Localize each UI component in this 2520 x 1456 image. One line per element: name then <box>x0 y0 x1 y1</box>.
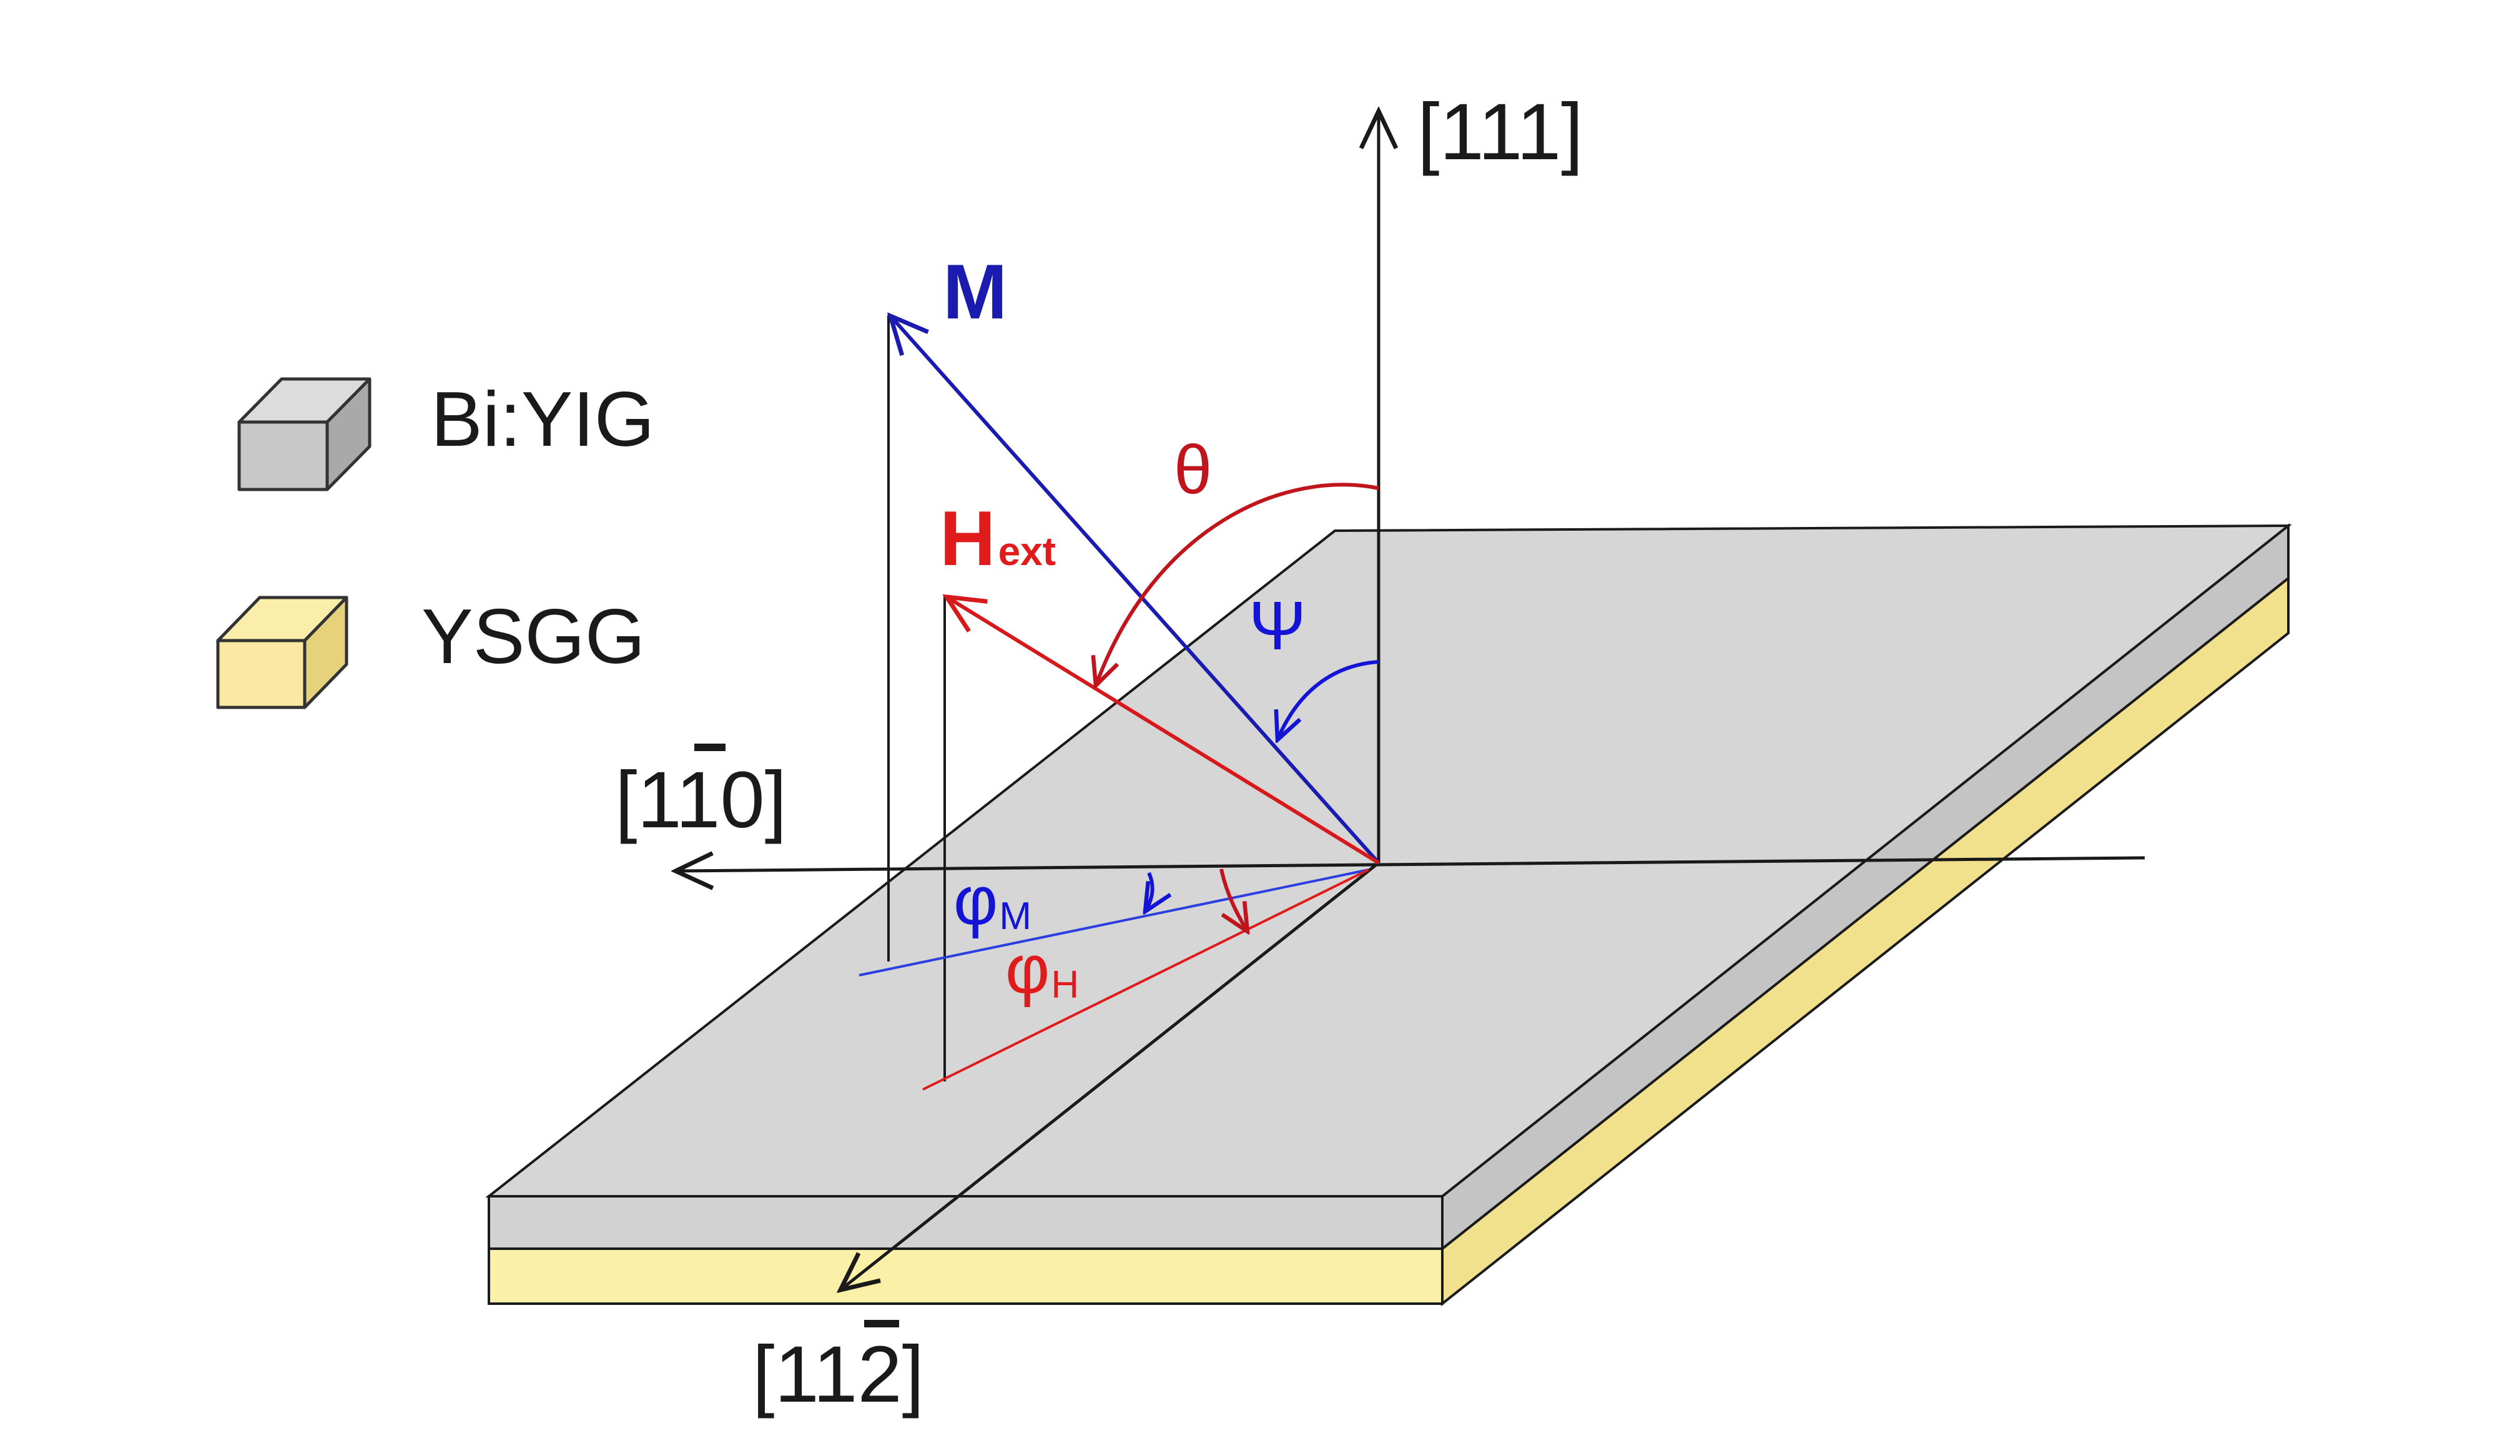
psi-arc <box>1277 660 1379 740</box>
angle-arcs <box>1096 483 1379 932</box>
axis-111-label: [111] <box>1417 87 1583 177</box>
biyig-swatch-cube <box>237 377 372 491</box>
sample-slab <box>485 523 2292 1307</box>
legend-item-ysgg: YSGG <box>216 594 645 709</box>
legend-label-ysgg: YSGG <box>421 594 645 680</box>
substrate-front-face <box>488 1247 1444 1305</box>
phi-h-arc <box>1219 868 1248 932</box>
phi-m-arc <box>1145 872 1153 912</box>
external-field-vector <box>947 597 1380 865</box>
axis-1-10 <box>676 858 2145 871</box>
phi-h-label: φH <box>1005 931 1079 1008</box>
external-field-label: Hext <box>940 496 1056 582</box>
legend: Bi:YIG YSGG <box>216 376 654 709</box>
axis-11-2-label: [112] <box>752 1330 924 1419</box>
axis-1-10-label: [110] <box>615 755 787 845</box>
overbar-digit: 2 <box>857 1330 902 1419</box>
axis-11-2 <box>840 862 1380 1290</box>
legend-label-biyig: Bi:YIG <box>431 376 654 463</box>
phi-m-label: φM <box>953 862 1031 939</box>
projection-lines <box>859 315 1369 1091</box>
h-in-plane-projection <box>922 868 1369 1091</box>
psi-label: Ψ <box>1249 588 1306 664</box>
theta-label: θ <box>1174 431 1212 508</box>
film-front-face <box>488 1195 1444 1250</box>
ysgg-swatch-cube <box>216 596 348 709</box>
field-vectors <box>890 316 1381 865</box>
m-in-plane-projection <box>859 868 1369 976</box>
magnetization-vector <box>890 316 1381 864</box>
axis-labels: [111] [110] [112] <box>615 87 1583 1419</box>
symbol-labels: M Hext θ Ψ φM φH <box>940 249 1306 1008</box>
magnetization-label: M <box>943 249 1007 335</box>
overbar-digit: 1 <box>676 755 720 845</box>
legend-item-biyig: Bi:YIG <box>237 376 654 491</box>
film-top-face <box>485 524 2292 1198</box>
theta-arc <box>1096 483 1379 686</box>
